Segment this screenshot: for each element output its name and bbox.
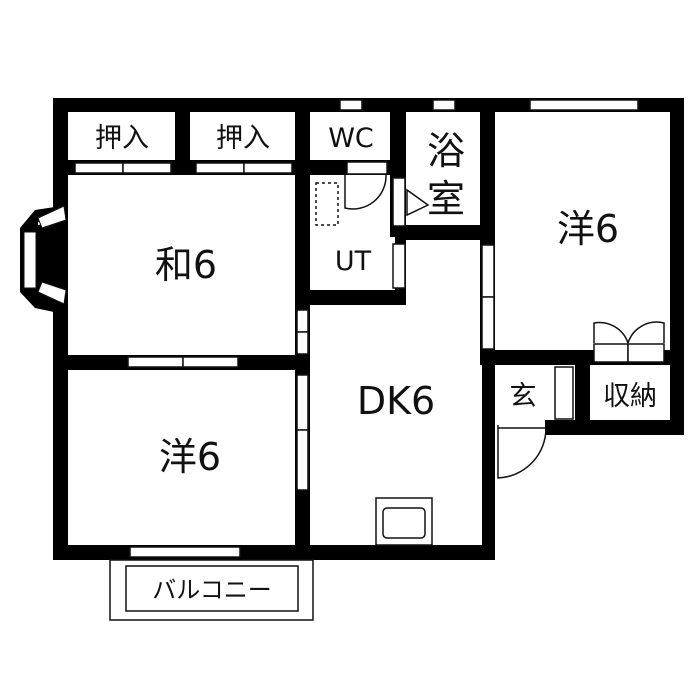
room-label-closet-2: 押入 <box>216 123 270 154</box>
room-label-wc: WC <box>328 123 374 154</box>
room-label-western-room-left: 洋6 <box>159 435 221 479</box>
room-label-closet-1: 押入 <box>95 123 149 154</box>
balcony <box>109 559 314 621</box>
room-label-bath-top: 浴 <box>427 129 465 173</box>
room-label-western-room-right: 洋6 <box>557 207 619 251</box>
room-label-dining-kitchen: DK6 <box>357 379 435 423</box>
room-label-utility: UT <box>335 246 372 277</box>
room-label-entrance: 玄 <box>510 381 537 412</box>
windows-and-doors <box>74 99 665 558</box>
room-label-storage: 収納 <box>603 381 657 412</box>
room-label-bath-bottom: 室 <box>427 177 465 221</box>
kitchen-sink-icon <box>375 497 433 546</box>
room-label-balcony: バルコニー <box>152 576 272 604</box>
bay-window <box>20 205 68 315</box>
door-swings <box>344 174 665 479</box>
room-label-japanese-room: 和6 <box>155 243 217 287</box>
washing-machine-icon <box>315 182 339 226</box>
